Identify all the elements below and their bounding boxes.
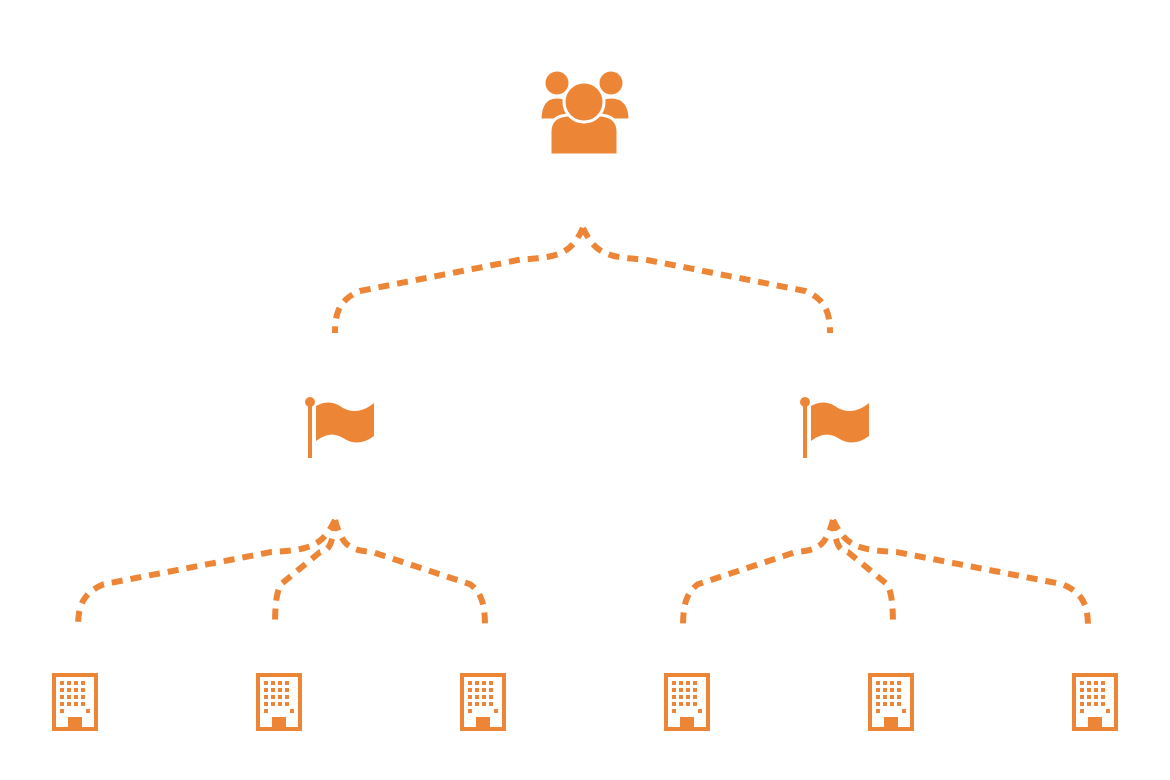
connector-root-to-branch: [580, 226, 833, 334]
building-icon: [52, 673, 98, 731]
connector-branch-to-leaf: [272, 519, 338, 628]
connector-branch-to-leaf: [75, 518, 338, 628]
group-icon: [538, 68, 632, 157]
connector-branch-to-leaf: [680, 519, 836, 628]
connector-branch-to-leaf: [830, 518, 1091, 628]
connector-branch-to-leaf: [332, 519, 488, 628]
connector-branch-to-leaf: [830, 519, 896, 628]
building-icon: [460, 673, 506, 731]
flag-icon: [800, 397, 869, 458]
building-icon: [664, 673, 710, 731]
building-icon: [868, 673, 914, 731]
connector-root-to-branch: [332, 226, 586, 334]
flag-icon: [305, 397, 374, 458]
building-icon: [1072, 673, 1118, 731]
building-icon: [256, 673, 302, 731]
